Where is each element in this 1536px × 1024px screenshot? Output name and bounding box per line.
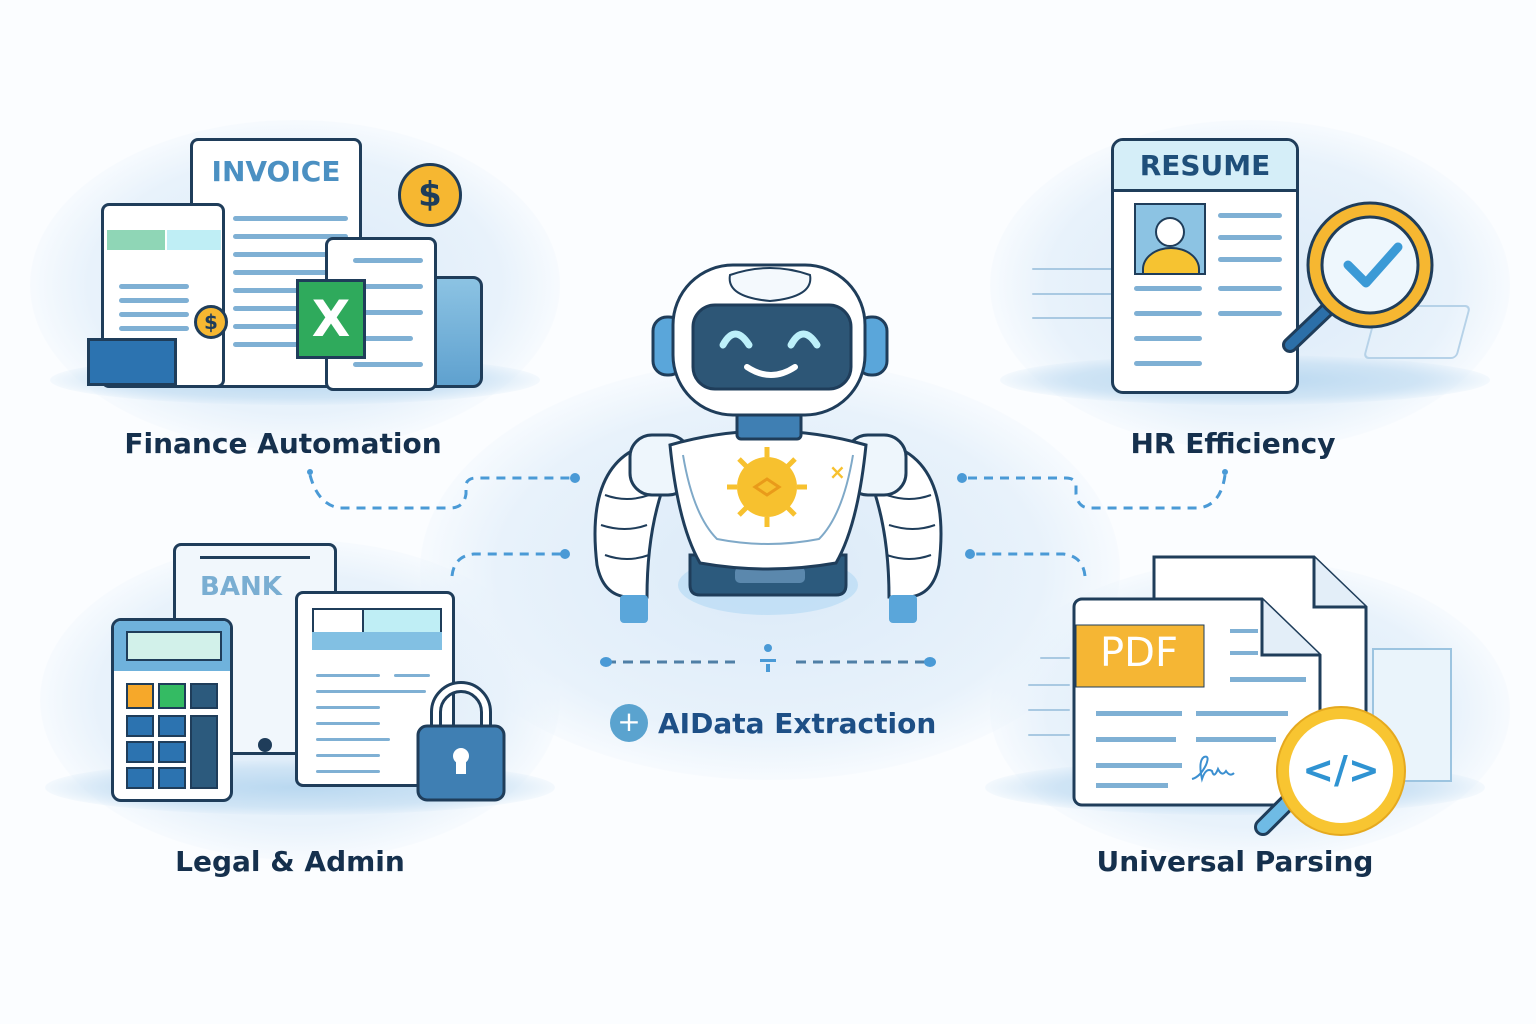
pdf-icon xyxy=(1072,597,1322,807)
legal-label: Legal & Admin xyxy=(175,845,405,878)
parsing-label: Universal Parsing xyxy=(1096,845,1374,878)
robot-icon: × xyxy=(593,263,943,623)
dollar-coin-icon: $ xyxy=(398,163,462,227)
center-caption: + AIData Extraction xyxy=(610,704,936,742)
calculator-icon xyxy=(111,618,233,802)
pdf-label: PDF xyxy=(1100,630,1178,676)
plus-circle-icon: + xyxy=(610,704,648,742)
bank-title: BANK xyxy=(200,572,282,602)
document-icon xyxy=(295,591,455,787)
resume-title: RESUME xyxy=(1139,149,1271,182)
code-glyph: </> xyxy=(1302,748,1380,792)
invoice-title: INVOICE xyxy=(211,155,341,188)
resume-header xyxy=(1114,141,1296,192)
center-caption-text: AIData Extraction xyxy=(658,706,937,740)
resume-icon: RESUME xyxy=(1111,138,1299,394)
bar-chart-icon xyxy=(87,338,177,386)
dollar-coin-small-icon: $ xyxy=(194,305,228,339)
svg-text:×: × xyxy=(829,460,846,484)
code-magnifier-icon xyxy=(1254,706,1406,836)
padlock-icon xyxy=(416,681,506,802)
excel-icon: X xyxy=(296,279,366,359)
finance-label: Finance Automation xyxy=(124,427,442,460)
profile-photo-icon xyxy=(1134,203,1206,275)
magnifier-check-icon xyxy=(1282,201,1434,353)
hr-label: HR Efficiency xyxy=(1130,427,1336,460)
